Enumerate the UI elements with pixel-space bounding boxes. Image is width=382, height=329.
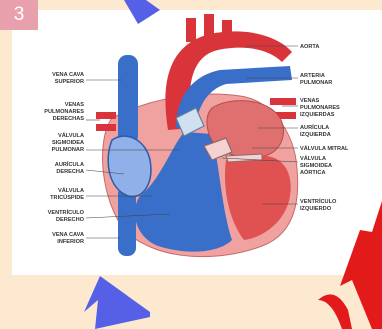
label-valvula-mitral: VÁLVULA MITRAL bbox=[300, 145, 349, 152]
vena-cava-superior bbox=[118, 55, 138, 145]
label-ventriculo-der-1: VENTRÍCULO bbox=[48, 208, 85, 216]
blue-arrow-bottom bbox=[84, 276, 150, 329]
label-venas-pulm-izq-2: PULMONARES bbox=[300, 105, 340, 111]
label-vena-cava-inf-1: VENA CAVA bbox=[52, 232, 84, 238]
label-vena-cava-sup-2: SUPERIOR bbox=[55, 79, 84, 85]
label-aorta: AORTA bbox=[300, 44, 319, 50]
slide-number-badge: 3 bbox=[0, 0, 38, 30]
label-ventriculo-izq-1: VENTRÍCULO bbox=[300, 197, 337, 205]
label-arteria-pulmonar-1: ARTERIA bbox=[300, 73, 325, 79]
aorta-branch-3 bbox=[222, 20, 232, 42]
label-valvula-sig-aortica-2: SIGMOIDEA bbox=[300, 163, 332, 169]
label-valvula-tricuspide-1: VÁLVULA bbox=[58, 187, 84, 194]
label-venas-pulm-der-2: PULMONARES bbox=[44, 109, 84, 115]
label-venas-pulm-izq-3: IZQUIERDAS bbox=[300, 112, 335, 118]
label-venas-pulm-der-3: DERECHAS bbox=[53, 116, 85, 122]
label-valvula-sig-aortica-1: VÁLVULA bbox=[300, 155, 326, 162]
label-valvula-sig-pulmonar-2: SIGMOIDEA bbox=[52, 140, 84, 146]
red-curve bbox=[318, 294, 352, 329]
aorta-branch-1 bbox=[186, 18, 196, 42]
label-auricula-der-2: DERECHA bbox=[56, 169, 84, 175]
label-auricula-izq-1: AURÍCULA bbox=[300, 123, 329, 131]
pulm-vein-right-2 bbox=[96, 124, 116, 131]
mitral-valve bbox=[226, 154, 262, 162]
label-vena-cava-inf-2: INFERIOR bbox=[57, 239, 84, 245]
label-arteria-pulmonar-2: PULMONAR bbox=[300, 80, 332, 86]
label-auricula-izq-2: IZQUIERDA bbox=[300, 132, 331, 138]
aorta-branch-2 bbox=[204, 14, 214, 38]
pulm-vein-left-1 bbox=[270, 98, 296, 105]
label-auricula-der-1: AURÍCULA bbox=[55, 160, 84, 168]
blue-arrow-top bbox=[124, 0, 160, 24]
label-vena-cava-sup-1: VENA CAVA bbox=[52, 72, 84, 78]
label-valvula-sig-pulmonar-3: PULMONAR bbox=[52, 147, 84, 153]
label-venas-pulm-der-1: VENAS bbox=[65, 102, 85, 108]
label-ventriculo-izq-2: IZQUIERDO bbox=[300, 206, 332, 212]
label-valvula-sig-pulmonar-1: VÁLVULA bbox=[58, 132, 84, 139]
pulm-vein-right-1 bbox=[96, 112, 116, 119]
label-valvula-tricuspide-2: TRICÚSPIDE bbox=[50, 194, 84, 201]
label-valvula-sig-aortica-3: AÓRTICA bbox=[300, 168, 325, 176]
label-ventriculo-der-2: DERECHO bbox=[56, 217, 85, 223]
label-venas-pulm-izq-1: VENAS bbox=[300, 98, 320, 104]
